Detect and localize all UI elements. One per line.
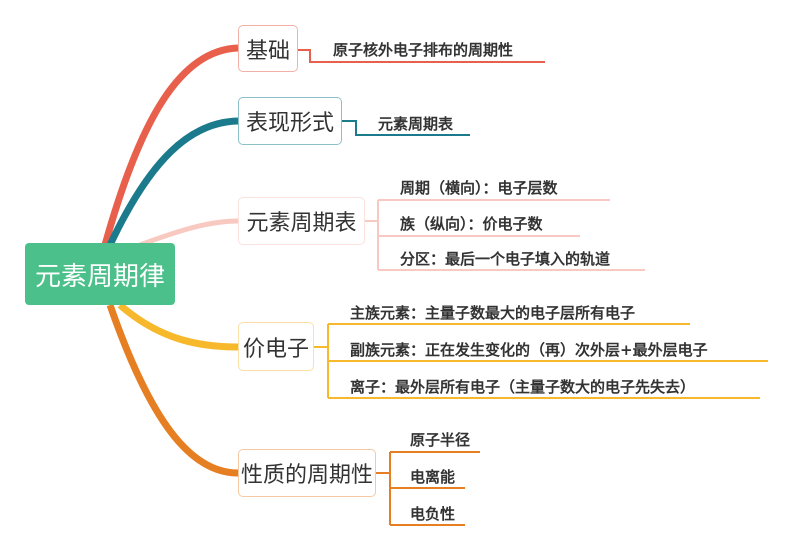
leaf-node[interactable]: 原子半径 — [410, 431, 471, 449]
leaf-node[interactable]: 电负性 — [410, 505, 456, 523]
leaf-node[interactable]: 元素周期表 — [378, 115, 454, 133]
root-node[interactable]: 元素周期律 — [25, 243, 175, 305]
branch-node-form[interactable]: 表现形式 — [238, 97, 342, 145]
branch-node-basis[interactable]: 基础 — [238, 25, 298, 72]
leaf-node[interactable]: 分区：最后一个电子填入的轨道 — [400, 250, 611, 268]
leaf-node[interactable]: 族（纵向）：价电子数 — [400, 215, 543, 233]
branch-node-periodic-table[interactable]: 元素周期表 — [238, 197, 365, 245]
leaf-node[interactable]: 电离能 — [410, 468, 456, 486]
leaf-node[interactable]: 周期（横向）：电子层数 — [400, 179, 558, 197]
leaf-node[interactable]: 原子核外电子排布的周期性 — [333, 41, 514, 59]
leaf-node[interactable]: 主族元素：主量子数最大的电子层所有电子 — [350, 304, 636, 322]
branch-node-valence-electrons[interactable]: 价电子 — [238, 322, 314, 371]
leaf-node[interactable]: 副族元素：正在发生变化的（再）次外层+最外层电子 — [350, 341, 708, 359]
branch-node-periodic-properties[interactable]: 性质的周期性 — [238, 449, 376, 497]
leaf-node[interactable]: 离子：最外层所有电子（主量子数大的电子先失去） — [350, 378, 696, 396]
